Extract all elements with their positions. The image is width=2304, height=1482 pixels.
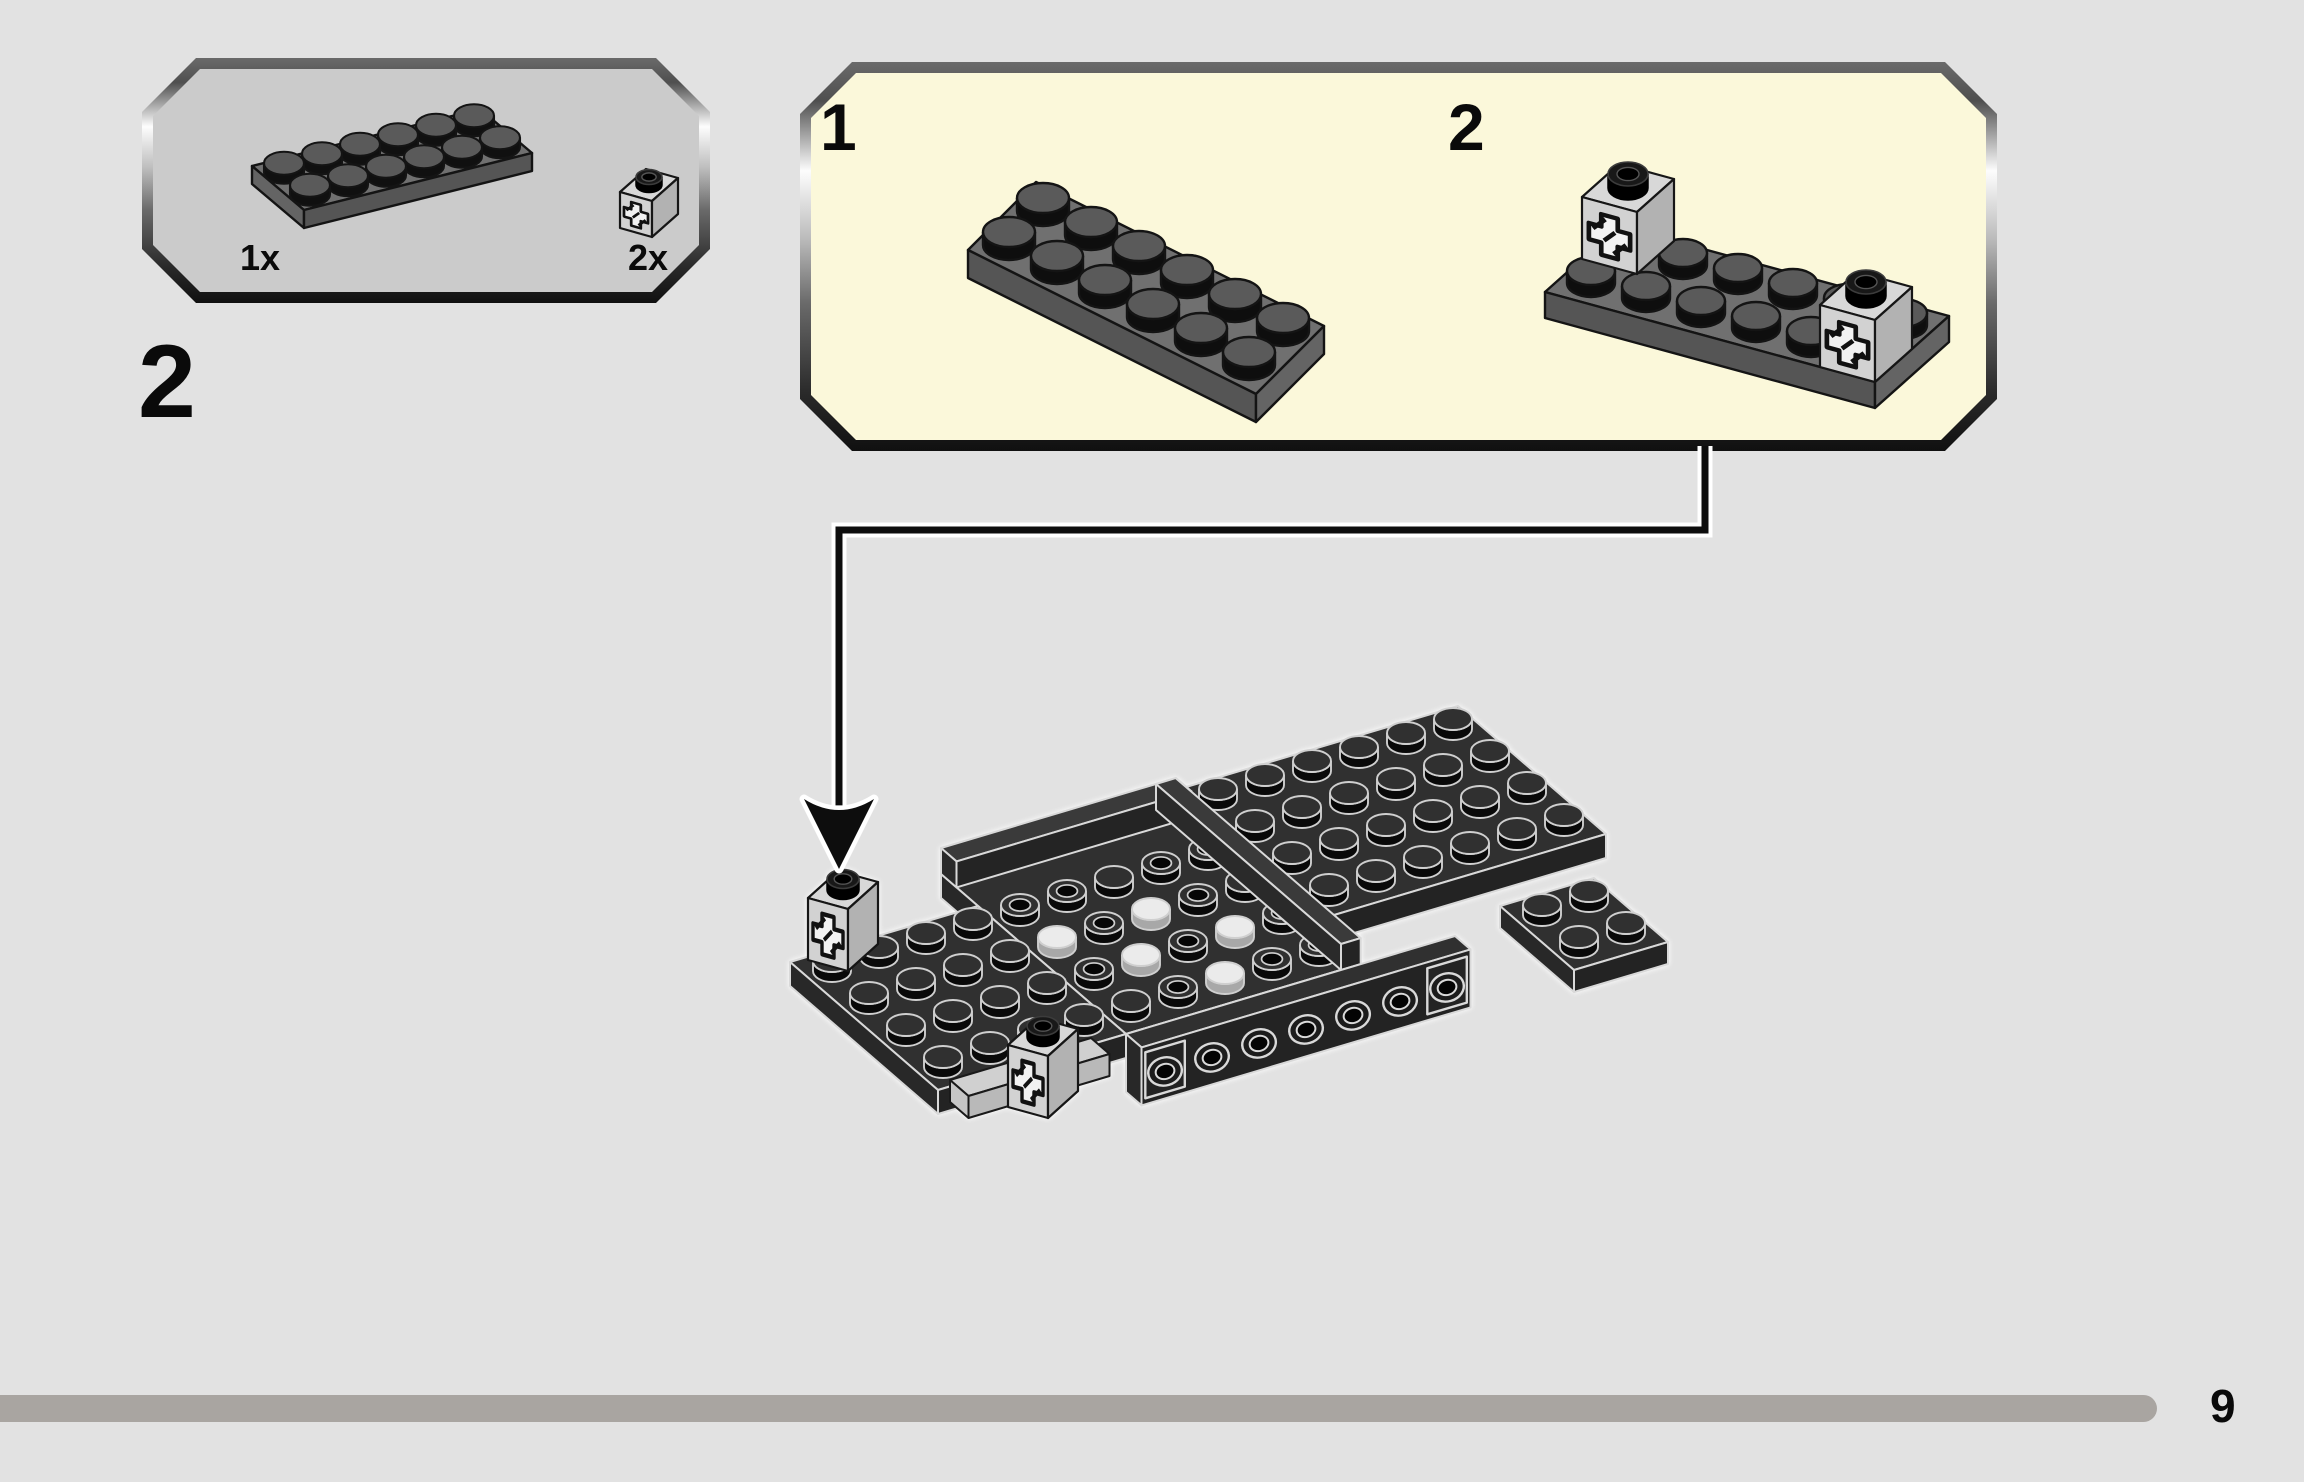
axle-hole-icon <box>1586 211 1633 262</box>
axle-hole-icon <box>1011 1058 1045 1107</box>
technic-brick-1x1-illustration <box>1006 1015 1080 1120</box>
substep-2-label: 2 <box>1448 90 1485 164</box>
substep1-plate-illustration <box>966 180 1326 424</box>
technic-brick-1x1-illustration <box>806 868 880 973</box>
page-number: 9 <box>2210 1380 2236 1432</box>
parts-callout-box <box>142 58 710 303</box>
technic-brick-1x1-illustration <box>1580 161 1676 276</box>
plate-2x6-illustration <box>250 103 534 230</box>
progress-bar <box>0 1395 2157 1422</box>
chassis-assembly <box>789 705 1669 1120</box>
axle-hole-icon <box>811 911 845 960</box>
connection-arrow <box>799 446 1713 874</box>
axle-hole-icon <box>622 200 650 230</box>
part-count-1: 1x <box>240 237 281 278</box>
technic-brick-1x1-illustration <box>618 167 680 239</box>
technic-holes-row <box>1144 955 1468 1100</box>
down-arrow-icon <box>799 794 879 874</box>
substep2-assembly-illustration <box>1543 161 1951 410</box>
axle-hole-icon <box>1824 319 1871 370</box>
substep-1-label: 1 <box>820 90 857 164</box>
technic-brick-1x1-illustration <box>1818 269 1914 384</box>
substeps-callout-box <box>800 62 1997 451</box>
step-number: 2 <box>138 324 196 440</box>
part-count-2: 2x <box>628 237 669 278</box>
